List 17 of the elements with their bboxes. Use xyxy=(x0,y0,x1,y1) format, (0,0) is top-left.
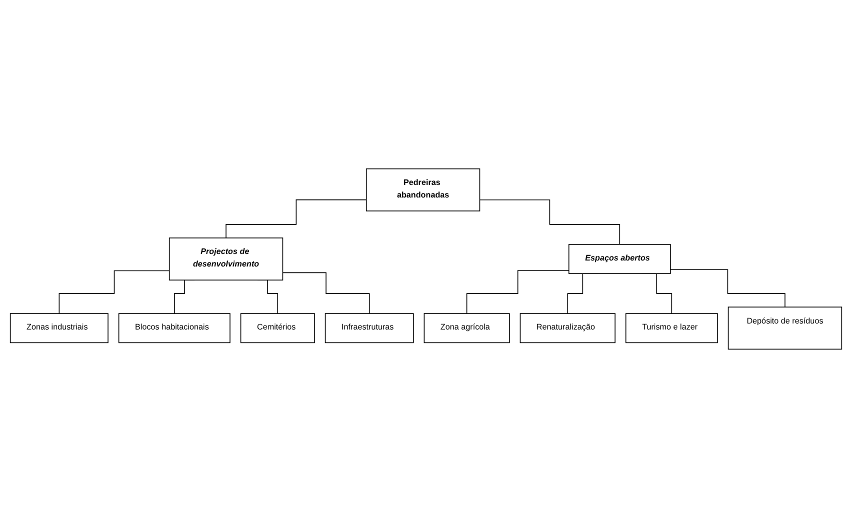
connector xyxy=(58,270,170,314)
connector xyxy=(282,272,370,314)
node-box: Projectos de desenvolvimento xyxy=(168,238,284,280)
node-box: Cemitérios xyxy=(240,313,315,344)
node-box: Blocos habitacionais xyxy=(118,313,230,344)
node-box: Espaços abertos xyxy=(568,244,671,274)
connector xyxy=(466,270,570,314)
node-box: Turismo e lazer xyxy=(625,313,718,344)
node-box: Pedreiras abandonadas xyxy=(366,168,480,212)
node-box: Zona agrícola xyxy=(424,313,510,344)
connector xyxy=(479,199,620,245)
node-box: Infraestruturas xyxy=(324,313,414,344)
node-box: Renaturalização xyxy=(520,313,616,344)
node-box: Zonas industriais xyxy=(10,313,108,344)
connector xyxy=(670,269,786,308)
node-box: Depósito de resíduos xyxy=(728,306,842,350)
connector xyxy=(226,199,367,238)
